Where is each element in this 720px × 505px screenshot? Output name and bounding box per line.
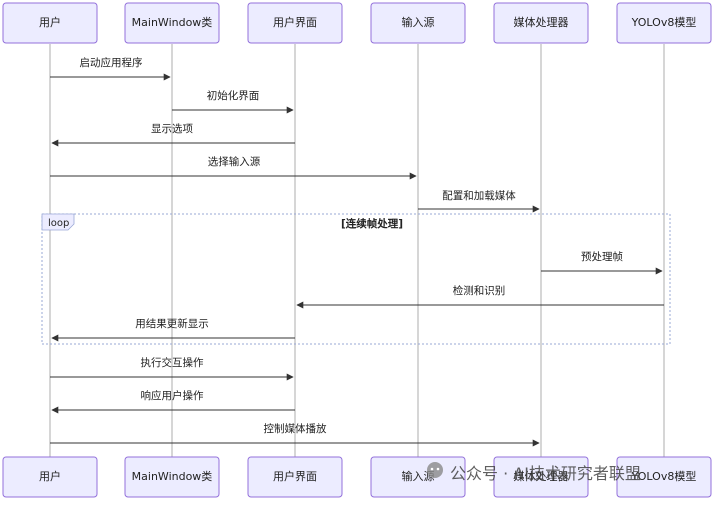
watermark: 公众号 · AI技术研究者联盟 [427, 462, 641, 483]
message-label: 执行交互操作 [141, 356, 204, 369]
actor-bottom-yolo-model: YOLOv8模型 [616, 456, 712, 498]
loop-label: loop [48, 218, 69, 229]
actor-label: 输入源 [402, 469, 435, 483]
actor-label: YOLOv8模型 [631, 469, 697, 483]
actor-top-yolo-model: YOLOv8模型 [616, 2, 712, 44]
actor-bottom-media-processor: 媒体处理器 [493, 456, 589, 498]
message-label: 检测和识别 [453, 284, 506, 297]
actor-bottom-mainwindow: MainWindow类 [124, 456, 220, 498]
actor-label: 用户 [39, 469, 61, 483]
loop-condition: [连续帧处理] [341, 217, 403, 230]
actor-label: MainWindow类 [132, 469, 213, 483]
actor-top-user: 用户 [2, 2, 98, 44]
actor-top-input-source: 输入源 [370, 2, 466, 44]
actor-label: YOLOv8模型 [631, 15, 697, 29]
message-8: 执行交互操作 [50, 356, 294, 381]
actor-label: 用户 [39, 15, 61, 29]
message-label: 响应用户操作 [141, 389, 204, 402]
message-label: 预处理帧 [581, 250, 623, 263]
message-label: 选择输入源 [208, 155, 261, 168]
actor-top-mainwindow: MainWindow类 [124, 2, 220, 44]
message-1: 初始化界面 [172, 89, 294, 114]
message-0: 启动应用程序 [50, 56, 171, 81]
message-label: 配置和加载媒体 [442, 189, 516, 202]
message-5: 预处理帧 [541, 250, 663, 275]
message-9: 响应用户操作 [51, 389, 295, 414]
lifelines [49, 44, 665, 457]
message-6: 检测和识别 [296, 284, 664, 309]
actor-label: 用户界面 [273, 469, 317, 483]
actor-label: MainWindow类 [132, 15, 213, 29]
message-2: 显示选项 [51, 122, 295, 147]
message-4: 配置和加载媒体 [418, 189, 540, 213]
actor-top-media-processor: 媒体处理器 [493, 2, 589, 44]
watermark-text: 公众号 · AI技术研究者联盟 [450, 464, 641, 483]
actor-bottom-ui: 用户界面 [247, 456, 343, 498]
actor-bottom-user: 用户 [2, 456, 98, 498]
message-10: 控制媒体播放 [50, 422, 540, 447]
actor-label: 用户界面 [273, 15, 317, 29]
actor-label: 媒体处理器 [514, 469, 569, 483]
message-label: 控制媒体播放 [264, 422, 327, 435]
actor-label: 媒体处理器 [514, 15, 569, 29]
message-label: 初始化界面 [207, 89, 260, 102]
message-label: 用结果更新显示 [135, 317, 209, 330]
message-3: 选择输入源 [50, 155, 417, 180]
actor-top-ui: 用户界面 [247, 2, 343, 44]
actor-label: 输入源 [402, 15, 435, 29]
loop-frame: loop [连续帧处理] [41, 213, 671, 345]
wechat-icon [427, 462, 443, 478]
message-label: 启动应用程序 [80, 56, 143, 69]
message-7: 用结果更新显示 [51, 317, 295, 342]
message-label: 显示选项 [151, 122, 193, 135]
